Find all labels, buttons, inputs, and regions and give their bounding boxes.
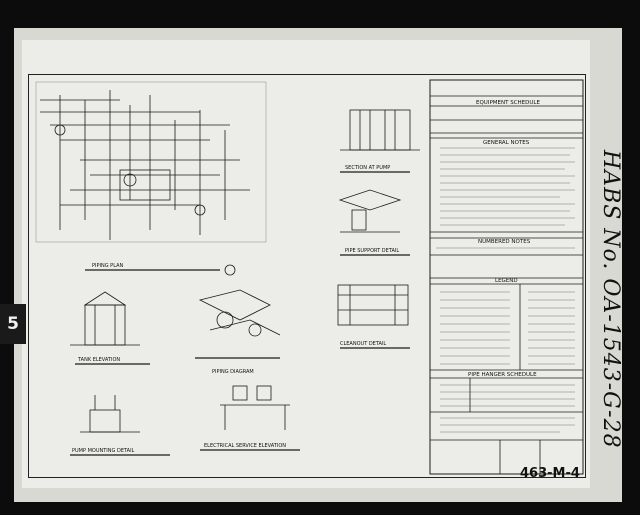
view-title-electrical-elevation: ELECTRICAL SERVICE ELEVATION: [204, 443, 286, 449]
drawing-sheet: [22, 40, 590, 488]
view-title-section-at-pump: SECTION AT PUMP: [345, 165, 390, 171]
habs-record-number: HABS No. OA-1543-G-28: [598, 150, 623, 449]
view-title-piping-plan: PIPING PLAN: [92, 263, 124, 269]
view-title-piping-diagram: PIPING DIAGRAM: [212, 369, 254, 375]
view-title-cleanout: CLEANOUT DETAIL: [340, 341, 386, 347]
sheet-border: [28, 74, 586, 478]
numbered-notes-heading: NUMBERED NOTES: [478, 239, 531, 245]
sheet-number: 463-M-4: [520, 466, 580, 481]
view-title-tank-elevation: TANK ELEVATION: [77, 357, 120, 363]
pipe-hanger-schedule-heading: PIPE HANGER SCHEDULE: [468, 372, 537, 378]
equipment-schedule-heading: EQUIPMENT SCHEDULE: [476, 100, 540, 106]
view-title-pump-mounting: PUMP MOUNTING DETAIL: [72, 448, 135, 454]
general-notes-heading: GENERAL NOTES: [483, 140, 530, 146]
side-tab: 5: [0, 304, 26, 344]
view-title-pipe-support: PIPE SUPPORT DETAIL: [345, 248, 399, 254]
legend-heading: LEGEND: [495, 278, 518, 284]
